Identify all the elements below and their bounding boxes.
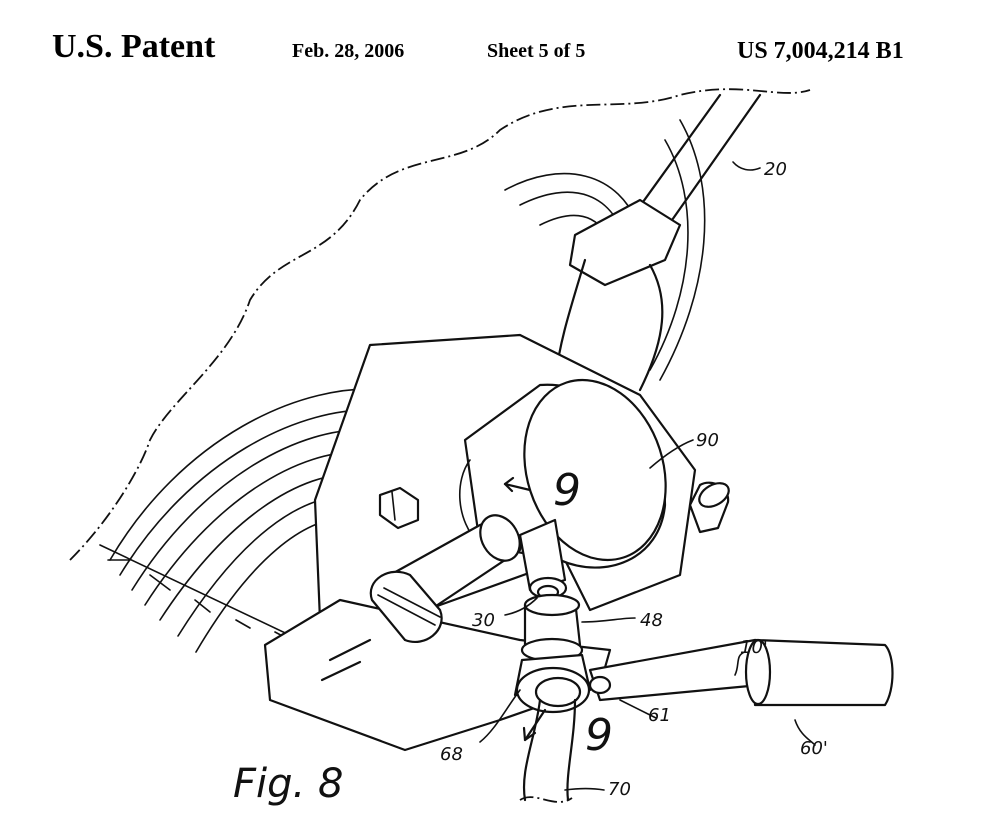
figure-caption: Fig. 8 bbox=[233, 761, 343, 807]
hose-70 bbox=[520, 700, 575, 802]
ref-90: 90 bbox=[696, 430, 719, 451]
section-marker-upper: 9 bbox=[553, 465, 581, 516]
ref-61: 61 bbox=[648, 705, 671, 726]
ref-70: 70 bbox=[608, 779, 631, 800]
side-stud bbox=[690, 478, 733, 532]
section-marker-lower: 9 bbox=[585, 710, 613, 761]
ref-68: 68 bbox=[440, 744, 463, 765]
ref-20: 20 bbox=[764, 159, 787, 180]
ref-48: 48 bbox=[640, 610, 663, 631]
ref-10-prime: 10' bbox=[740, 637, 768, 658]
axle-arm-20 bbox=[555, 95, 760, 390]
ref-60-prime: 60' bbox=[800, 738, 828, 759]
ref-30: 30 bbox=[472, 610, 495, 631]
